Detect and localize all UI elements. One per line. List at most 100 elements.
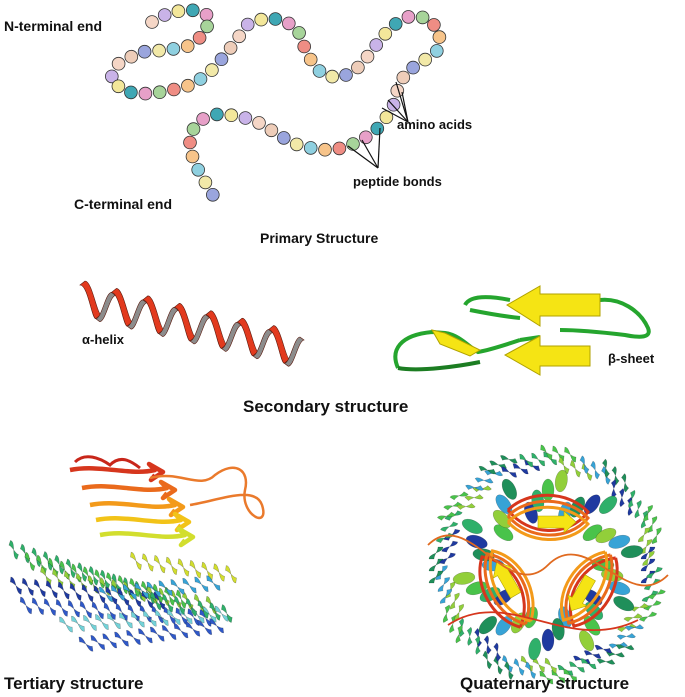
tertiary-helix-turn <box>52 568 64 588</box>
tertiary-helix-turn <box>70 563 82 583</box>
tertiary-helix-turn <box>78 636 94 652</box>
tertiary-helix-turn <box>182 578 197 594</box>
quaternary-helix-turn <box>519 453 534 468</box>
tertiary-helix-turn <box>185 621 201 637</box>
tertiary-helix-turn <box>31 547 42 568</box>
helix-turn-front <box>79 280 102 320</box>
tertiary-helix-turn <box>158 580 173 596</box>
quaternary-helix-turn <box>539 670 554 685</box>
quaternary-outer-helix <box>596 644 635 665</box>
tertiary-helix-turn <box>149 626 165 642</box>
quaternary-outer-helix <box>501 655 537 679</box>
quaternary-helix-turn <box>493 642 502 662</box>
tertiary-helix-turn <box>81 584 94 603</box>
beta-loop-top <box>469 308 521 320</box>
quaternary-outer-helix <box>643 504 662 545</box>
tertiary-helix-turn <box>150 591 162 611</box>
amino-acid-bead <box>432 30 447 44</box>
quaternary-inner-helix <box>465 534 488 549</box>
amino-acid-bead <box>378 26 393 41</box>
quaternary-structure-caption: Quaternary structure <box>460 674 630 693</box>
quaternary-outer-helix <box>638 527 655 566</box>
tertiary-helix-turn <box>24 551 36 571</box>
quaternary-inner-helix <box>598 495 618 515</box>
beta-sheet-ribbon <box>393 285 651 376</box>
amino-acid-bead <box>351 60 365 75</box>
tertiary-helix-turn <box>88 566 99 586</box>
amino-acid-bead <box>223 41 238 55</box>
amino-acid-pointer <box>401 91 409 123</box>
amino-acid-bead <box>193 72 208 86</box>
quaternary-outer-helix <box>540 444 577 463</box>
alpha-helix-ribbon <box>79 280 305 367</box>
amino-acid-bead <box>198 175 213 190</box>
tertiary-helix-turn <box>142 553 154 572</box>
quaternary-connecting-loop <box>447 611 639 631</box>
quaternary-outer-helix <box>442 604 463 644</box>
tertiary-beta-strand <box>69 461 166 483</box>
quaternary-outer-helix <box>428 546 444 584</box>
quaternary-inner-helix <box>554 469 568 493</box>
amino-acid-bead <box>289 137 304 152</box>
quaternary-helix-turn <box>590 460 601 480</box>
tertiary-helix-turn <box>122 584 137 600</box>
tertiary-helix-turn <box>177 558 190 577</box>
tertiary-helix-turn <box>221 604 233 623</box>
tertiary-helix-turn <box>102 633 118 649</box>
tertiary-helix-turn <box>33 579 46 597</box>
tertiary-helix-turn <box>166 609 181 625</box>
quaternary-helix-turn <box>512 463 529 475</box>
tertiary-helix-turn <box>98 586 114 602</box>
tertiary-loop-top <box>73 455 141 470</box>
amino-acid-bead <box>318 142 332 157</box>
tertiary-helix-turn <box>197 600 209 619</box>
tertiary-helix-turn <box>165 556 178 575</box>
quaternary-inner-helix <box>478 615 498 635</box>
tertiary-helix-turn <box>129 578 141 598</box>
amino-acid-bead <box>281 16 296 31</box>
amino-acid-bead <box>332 141 347 156</box>
tertiary-helix-turn <box>154 610 169 626</box>
tertiary-helix <box>130 551 237 584</box>
tertiary-structure-caption: Tertiary structure <box>4 674 144 693</box>
quaternary-helix-turn <box>564 446 577 463</box>
amino-acid-bead <box>396 70 411 85</box>
tertiary-beta-strand <box>99 526 196 548</box>
amino-acid-bead <box>388 17 403 31</box>
quaternary-helix-turn <box>540 444 553 461</box>
tertiary-helix-turn <box>194 576 209 592</box>
quaternary-helix-turn <box>439 588 453 604</box>
amino-acid-bead <box>111 56 126 71</box>
quaternary-helix-turn <box>474 635 481 655</box>
amino-acid-bead <box>276 131 291 145</box>
amino-acid-bead <box>252 116 266 130</box>
tertiary-helix-turn <box>209 618 224 634</box>
peptide-bond-pointer <box>361 139 379 169</box>
amino-acid-bead <box>145 15 159 29</box>
quaternary-helix-turn <box>437 577 450 592</box>
amino-acid-bead <box>240 17 255 32</box>
tertiary-helix <box>78 618 224 652</box>
quaternary-helix-turn <box>628 489 636 509</box>
quaternary-outer-helix <box>482 650 514 680</box>
tertiary-helix-turn <box>10 576 22 595</box>
quaternary-helix-turn <box>651 527 662 545</box>
tertiary-helix-turn <box>213 563 225 582</box>
amino-acid-bead <box>214 52 229 66</box>
amino-acid-pointer <box>387 99 409 123</box>
amino-acid-bead <box>232 29 247 44</box>
tertiary-helix-turn <box>90 635 106 650</box>
amino-acid-bead <box>186 122 201 136</box>
tertiary-helix-turn <box>71 615 85 632</box>
tertiary-helix-turn <box>69 583 82 601</box>
tertiary-helix <box>150 591 233 623</box>
tertiary-beta-strand <box>95 511 192 533</box>
primary-structure-chain <box>105 3 447 202</box>
tertiary-helix-turn <box>103 602 116 620</box>
quaternary-helix-turn <box>646 566 663 579</box>
quaternary-beta-strand <box>537 510 577 534</box>
quaternary-outer-helix <box>601 458 630 493</box>
tertiary-helix-turn <box>21 578 34 596</box>
amino-acid-bead <box>124 85 138 100</box>
helix-turn-back <box>157 306 180 337</box>
